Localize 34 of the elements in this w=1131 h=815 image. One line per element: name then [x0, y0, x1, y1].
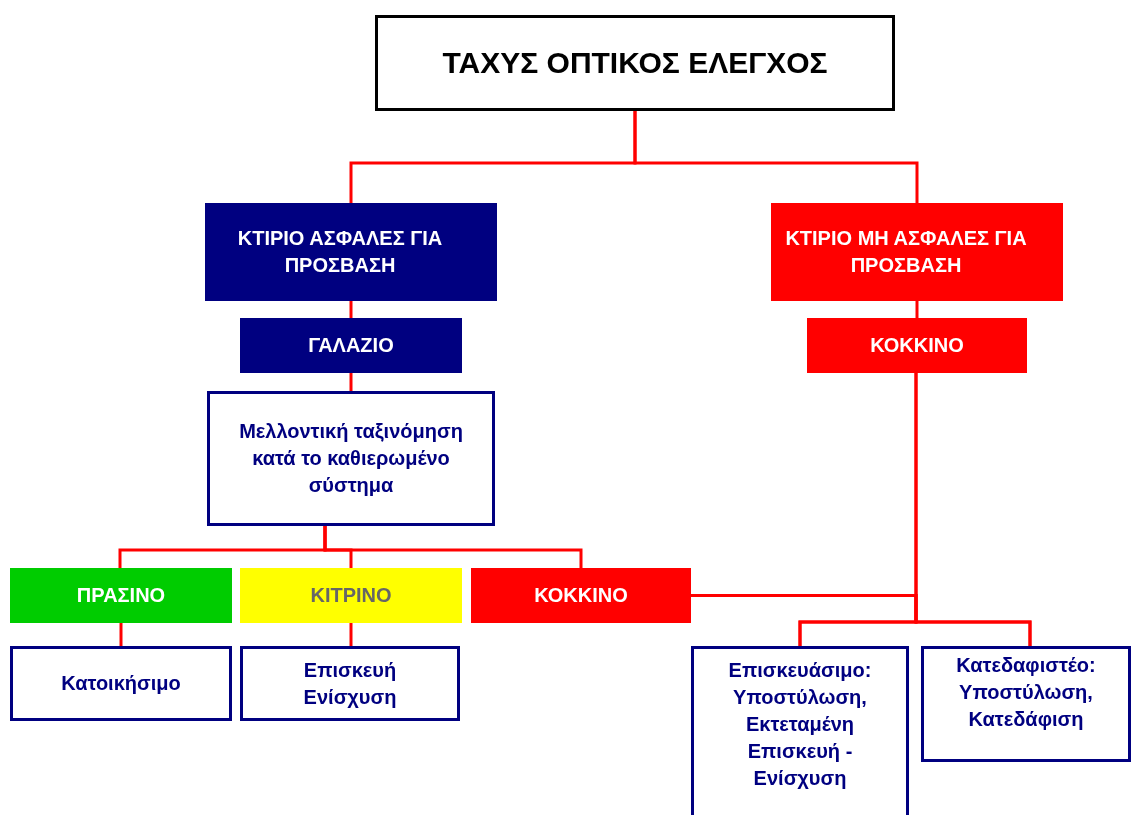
node-label: Επισκευάσιμο: Υποστύλωση, Εκτεταμένη Επισκευή - Ενίσχυση [727, 658, 873, 791]
node-label: ΚΙΤΡΙΝΟ [310, 583, 392, 608]
connector-line [691, 594, 1032, 646]
node-label: ΚΤΙΡΙΟ ΜΗ ΑΣΦΑΛΕΣ ΓΙΑ ΠΡΟΣΒΑΣΗ [784, 226, 1028, 278]
connector-line [633, 111, 919, 203]
node-label: ΚΟΚΚΙΝΟ [534, 583, 628, 608]
connector-line [915, 301, 919, 318]
node-label: ΚΤΙΡΙΟ ΑΣΦΑΛΕΣ ΓΙΑ ΠΡΟΣΒΑΣΗ [236, 226, 444, 278]
connector-line [349, 301, 353, 318]
node-label: ΚΟΚΚΙΝΟ [870, 333, 964, 358]
category-box [240, 568, 462, 623]
category-box [10, 568, 232, 623]
outcome-box [691, 646, 909, 815]
node-label: ΓΑΛΑΖΙΟ [308, 333, 394, 358]
outcome-box [921, 646, 1131, 762]
node-label: ΤΑΧΥΣ ΟΠΤΙΚΟΣ ΕΛΕΓΧΟΣ [442, 44, 828, 81]
title-box [375, 15, 895, 111]
category-box [205, 203, 497, 301]
connector-line [349, 623, 353, 646]
node-label: Μελλοντική ταξινόμηση κατά το καθιερωμένο σύστημα [238, 419, 464, 498]
category-box [771, 203, 1063, 301]
connector-line [119, 623, 123, 646]
connector-line [349, 373, 353, 391]
outcome-box [10, 646, 232, 721]
connector-line [323, 526, 583, 568]
category-box [471, 568, 691, 623]
node-label: Κατοικήσιμο [61, 671, 181, 696]
outcome-box [240, 646, 460, 721]
outcome-box [207, 391, 495, 526]
node-label: ΠΡΑΣΙΝΟ [76, 583, 166, 608]
node-label: Κατεδαφιστέο: Υποστύλωση, Κατεδάφιση [955, 652, 1097, 732]
category-box [807, 318, 1027, 373]
category-box [240, 318, 462, 373]
node-label: Επισκευή Ενίσχυση [302, 657, 398, 710]
